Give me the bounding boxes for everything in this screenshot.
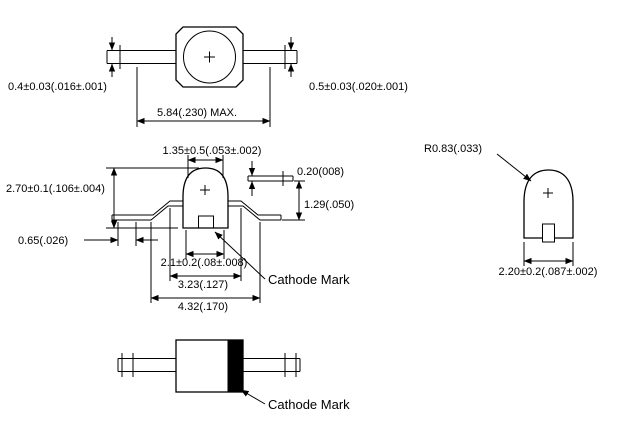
dimension-top-width: 1.35±0.5(.053±.002)	[163, 145, 262, 178]
dimension-lead-thickness-left: 0.4±0.03(.016±.001)	[8, 37, 116, 93]
dimension-lead-thickness: 0.20(008)	[248, 161, 344, 196]
lead-stub-right	[247, 171, 294, 186]
dimension-lead-thickness-right: 0.5±0.03(.020±.001)	[287, 37, 408, 93]
dim-lead-thickness: 0.20(008)	[297, 166, 344, 178]
dimension-foot-length: 0.65(.026)	[18, 222, 158, 247]
dimension-body-width: 2.20±0.2(.087±.002)	[499, 242, 598, 278]
dim-body-width: 2.20±0.2(.087±.002)	[499, 266, 598, 278]
side-lead-tab	[542, 223, 555, 243]
center-mark-icon	[204, 51, 215, 63]
dim-overall-height: 2.70±0.1(.106±.004)	[6, 183, 105, 195]
dimension-lead-span: 4.32(.170)	[150, 222, 261, 313]
dimension-dome-radius: R0.83(.033)	[424, 143, 532, 182]
lead-right-bottom-view	[243, 353, 301, 377]
side-view: R0.83(.033) 2.20±0.2(.087±.002)	[424, 143, 597, 278]
lens-circle	[183, 30, 236, 84]
lead-right-front-view	[228, 200, 282, 221]
led-body-side-outline	[523, 169, 574, 239]
front-view: 1.35±0.5(.053±.002) 0.20(008) 1.29(.050)…	[6, 145, 354, 313]
dim-lead-height: 1.29(.050)	[304, 199, 354, 211]
lead-left-top-view	[106, 45, 176, 69]
dim-foot-length: 0.65(.026)	[18, 235, 68, 247]
bottom-view: Cathode Mark	[117, 339, 350, 412]
dim-bend-span: 3.23(.127)	[178, 279, 228, 291]
lead-left-bottom-view	[117, 353, 176, 377]
dimension-base-width: 2.1±0.2(.08±.008)	[161, 230, 248, 269]
dimension-lead-height: 1.29(.050)	[282, 180, 354, 221]
cathode-mark-label: Cathode Mark	[268, 397, 350, 412]
cathode-mark-callout-bottom: Cathode Mark	[240, 389, 350, 412]
lead-right-top-view	[243, 45, 298, 69]
cathode-mark-label: Cathode Mark	[268, 272, 350, 287]
dimension-overall-height: 2.70±0.1(.106±.004)	[6, 167, 199, 229]
dim-lead-thickness-right: 0.5±0.03(.020±.001)	[309, 81, 408, 93]
top-view: 0.4±0.03(.016±.001) 0.5±0.03(.020±.001) …	[8, 26, 408, 127]
dim-overall-length: 5.84(.230) MAX.	[157, 107, 237, 119]
dim-lead-span: 4.32(.170)	[178, 301, 228, 313]
cathode-band	[227, 339, 244, 393]
dim-top-width: 1.35±0.5(.053±.002)	[163, 145, 262, 157]
base-lead-tab	[198, 215, 214, 229]
dimension-bend-span: 3.23(.127)	[169, 208, 242, 291]
dim-dome-radius: R0.83(.033)	[424, 143, 482, 155]
dim-lead-thickness-left: 0.4±0.03(.016±.001)	[8, 81, 107, 93]
cathode-mark-callout-front: Cathode Mark	[214, 231, 350, 287]
dim-base-width: 2.1±0.2(.08±.008)	[161, 257, 248, 269]
led-body-front-outline	[182, 167, 229, 229]
center-mark-icon	[543, 188, 553, 198]
dimension-overall-length: 5.84(.230) MAX.	[136, 67, 271, 127]
lead-left-front-view	[111, 200, 183, 221]
center-mark-icon	[200, 185, 210, 195]
